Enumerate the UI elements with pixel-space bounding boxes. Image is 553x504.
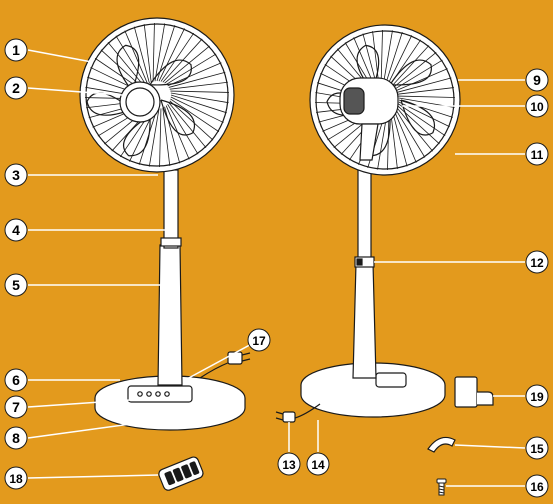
callout-number: 6 <box>12 372 20 388</box>
callout-18: 18 <box>5 467 27 489</box>
back-plug-icon <box>283 412 295 422</box>
callout-number: 3 <box>12 167 20 183</box>
callout-1: 1 <box>5 39 27 61</box>
callout-10: 10 <box>526 95 548 117</box>
back-control-panel <box>376 373 406 387</box>
back-base-rim <box>301 385 445 417</box>
back-motor-grille <box>344 88 364 114</box>
callout-number: 15 <box>530 442 544 456</box>
callout-2: 2 <box>5 77 27 99</box>
callout-19: 19 <box>526 385 548 407</box>
front-lower-pole <box>158 245 182 385</box>
callout-number: 2 <box>12 80 20 96</box>
back-lower-pole <box>353 263 376 378</box>
stand-part-icon <box>455 377 493 407</box>
callout-number: 13 <box>282 458 296 472</box>
callout-14: 14 <box>307 453 329 475</box>
plug-pin <box>242 359 250 361</box>
callout-number: 1 <box>12 42 20 58</box>
plug-pin <box>242 353 250 355</box>
callout-15: 15 <box>526 437 548 459</box>
callout-number: 9 <box>533 72 541 88</box>
callout-number: 7 <box>12 399 20 415</box>
plug-pin <box>276 412 283 414</box>
callout-number: 5 <box>12 277 20 293</box>
callout-16: 16 <box>526 475 548 497</box>
callout-number: 17 <box>252 334 266 348</box>
panel-button <box>156 392 160 396</box>
callout-6: 6 <box>5 369 27 391</box>
callout-number: 14 <box>311 458 325 472</box>
plug-pin <box>276 418 283 420</box>
front-upper-pole <box>164 170 178 248</box>
callout-number: 8 <box>12 430 20 446</box>
panel-button <box>138 392 142 396</box>
back-fan-icon <box>276 25 460 422</box>
callout-number: 11 <box>531 148 544 162</box>
callout-number: 18 <box>9 472 23 486</box>
callout-3: 3 <box>5 164 27 186</box>
back-upper-pole <box>358 160 371 263</box>
callout-13: 13 <box>278 453 300 475</box>
front-pole-joint <box>161 238 181 246</box>
callout-number: 4 <box>12 222 20 238</box>
panel-button <box>165 392 169 396</box>
callout-12: 12 <box>526 251 548 273</box>
callout-number: 12 <box>530 256 544 270</box>
callout-number: 10 <box>530 100 544 114</box>
back-lock-knob <box>357 259 362 265</box>
callout-number: 16 <box>530 480 544 494</box>
cord-clip-icon <box>428 437 455 452</box>
callout-7: 7 <box>5 396 27 418</box>
callout-5: 5 <box>5 274 27 296</box>
callout-number: 19 <box>530 390 544 404</box>
callout-4: 4 <box>5 219 27 241</box>
callout-17: 17 <box>248 329 270 351</box>
front-fan-icon <box>80 18 250 430</box>
back-cord <box>295 404 320 418</box>
remote-control-icon <box>157 456 204 492</box>
callout-11: 11 <box>526 143 548 165</box>
callout-8: 8 <box>5 427 27 449</box>
panel-button <box>147 392 151 396</box>
screw-icon <box>437 479 446 495</box>
callout-9: 9 <box>526 69 548 91</box>
